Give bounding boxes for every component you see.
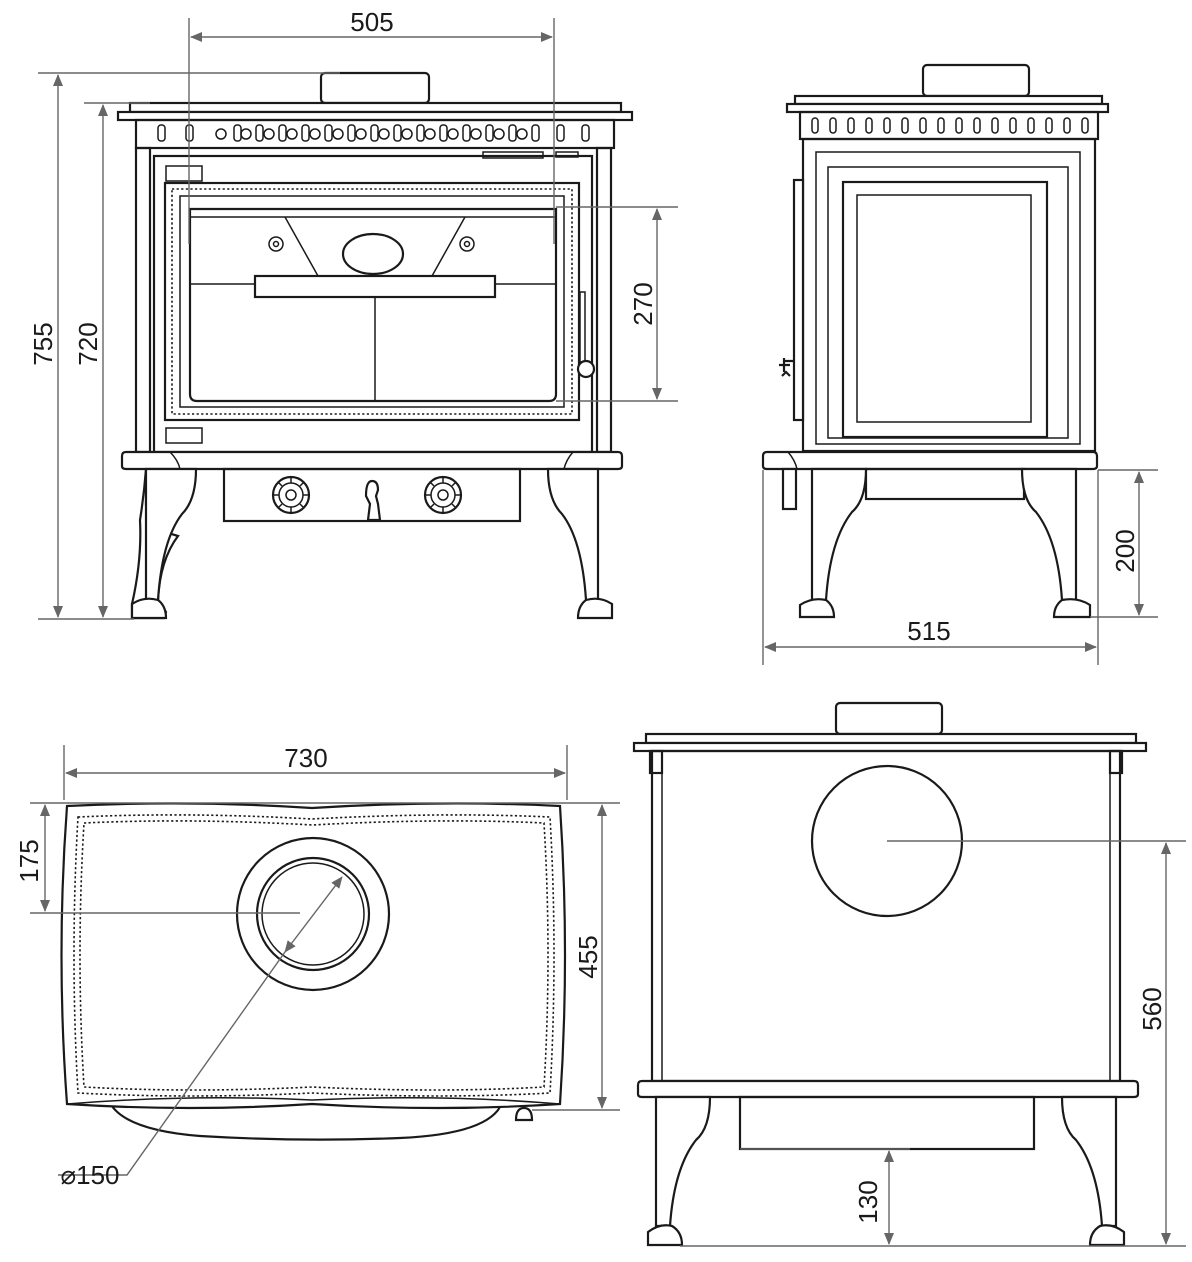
front-right-leg-inner (546, 467, 600, 602)
front-riddler-lever (364, 479, 382, 522)
front-flue-collar (319, 71, 431, 105)
side-door-edge (792, 178, 805, 422)
top-view (60, 802, 567, 1141)
side-lever (781, 467, 798, 511)
rear-flue-collar (834, 701, 944, 736)
dim-label-720: 720 (73, 322, 103, 365)
dim-label-200: 200 (1110, 529, 1140, 572)
side-body (801, 137, 1097, 453)
top-view-dimensions: 730 175 455 ⌀150 (14, 743, 620, 1190)
side-flue-collar (921, 63, 1031, 98)
front-view (116, 71, 634, 620)
rear-left-leg (654, 1095, 712, 1228)
rear-right-foot (1088, 1224, 1126, 1247)
front-slider-knob (555, 151, 579, 158)
front-handle-knob (576, 359, 596, 379)
front-handle-rod (579, 291, 586, 363)
front-door-beading (171, 188, 573, 415)
dim-label-560: 560 (1137, 987, 1167, 1030)
front-right-pillar (595, 146, 613, 454)
top-flue-ring-inner (255, 856, 371, 972)
rear-left-foot (646, 1224, 684, 1247)
front-top-hinge (165, 165, 203, 182)
rear-plinth (636, 1079, 1140, 1099)
front-bottom-hinge (165, 427, 203, 444)
front-air-slider (482, 151, 544, 159)
dim-label-515: 515 (907, 616, 950, 646)
front-door (163, 181, 581, 422)
dim-label-505: 505 (350, 7, 393, 37)
front-glass (188, 207, 558, 403)
side-panel-middle (827, 166, 1069, 439)
dim-label-755: 755 (28, 322, 58, 365)
dim-label-270: 270 (628, 282, 658, 325)
front-baffle (284, 216, 466, 277)
side-ash-pan (864, 467, 1026, 501)
front-door-inner-frame (179, 195, 565, 408)
side-panel-inner (841, 180, 1049, 439)
dim-leader-diameter (58, 951, 286, 1176)
dim-line-diameter (284, 876, 343, 953)
top-handle-bump (514, 1106, 534, 1122)
front-left-foot (130, 597, 168, 620)
front-plinth (120, 450, 624, 471)
front-left-pillar (134, 146, 152, 454)
side-right-foot (1052, 598, 1092, 619)
front-center-oval (341, 232, 405, 276)
dim-label-175: 175 (14, 839, 44, 882)
rear-view-dimensions: 560 130 (680, 840, 1186, 1247)
side-view (761, 63, 1110, 619)
front-air-knob-left (271, 475, 311, 515)
dim-label-diameter: ⌀150 (60, 1160, 119, 1190)
top-inner-beading-2 (79, 820, 549, 1091)
rear-top-rim (632, 741, 1148, 753)
side-panel-outer (815, 151, 1081, 445)
front-top-plate (128, 101, 623, 114)
front-right-foot (576, 597, 614, 620)
top-inner-beading (73, 814, 555, 1097)
side-top-rim (785, 102, 1110, 114)
rear-top-plate (644, 732, 1138, 745)
dim-label-130: 130 (853, 1180, 883, 1223)
top-front-apron (108, 1101, 504, 1141)
front-view-dimensions: 505 755 720 270 (28, 7, 678, 620)
top-front-lip (66, 1097, 561, 1105)
front-top-rim (116, 110, 634, 122)
rear-right-leg (1060, 1095, 1118, 1228)
side-left-leg (810, 467, 868, 602)
side-top-plate (793, 94, 1104, 106)
dim-label-455: 455 (573, 935, 603, 978)
side-left-foot (798, 598, 836, 619)
front-left-leg-inner (144, 467, 198, 602)
side-frieze (798, 110, 1100, 141)
front-ash-pan (222, 467, 522, 523)
front-air-knob-right (423, 475, 463, 515)
top-outline (60, 802, 567, 1110)
side-frieze-ornaments (811, 117, 1089, 134)
side-plinth (761, 450, 1099, 471)
front-frieze (134, 118, 616, 150)
top-flue-ring-outer (235, 836, 391, 992)
side-right-leg (1020, 467, 1078, 602)
side-view-dimensions: 200 515 (762, 469, 1158, 665)
front-grate-bar (253, 274, 497, 299)
side-panel-glass (856, 194, 1032, 423)
side-door-handle (779, 358, 794, 377)
rear-view (632, 701, 1148, 1247)
dim-label-730: 730 (284, 743, 327, 773)
top-flue-opening (261, 862, 365, 966)
rear-ash-pan (738, 1095, 1036, 1151)
front-frieze-ornaments (157, 124, 590, 142)
